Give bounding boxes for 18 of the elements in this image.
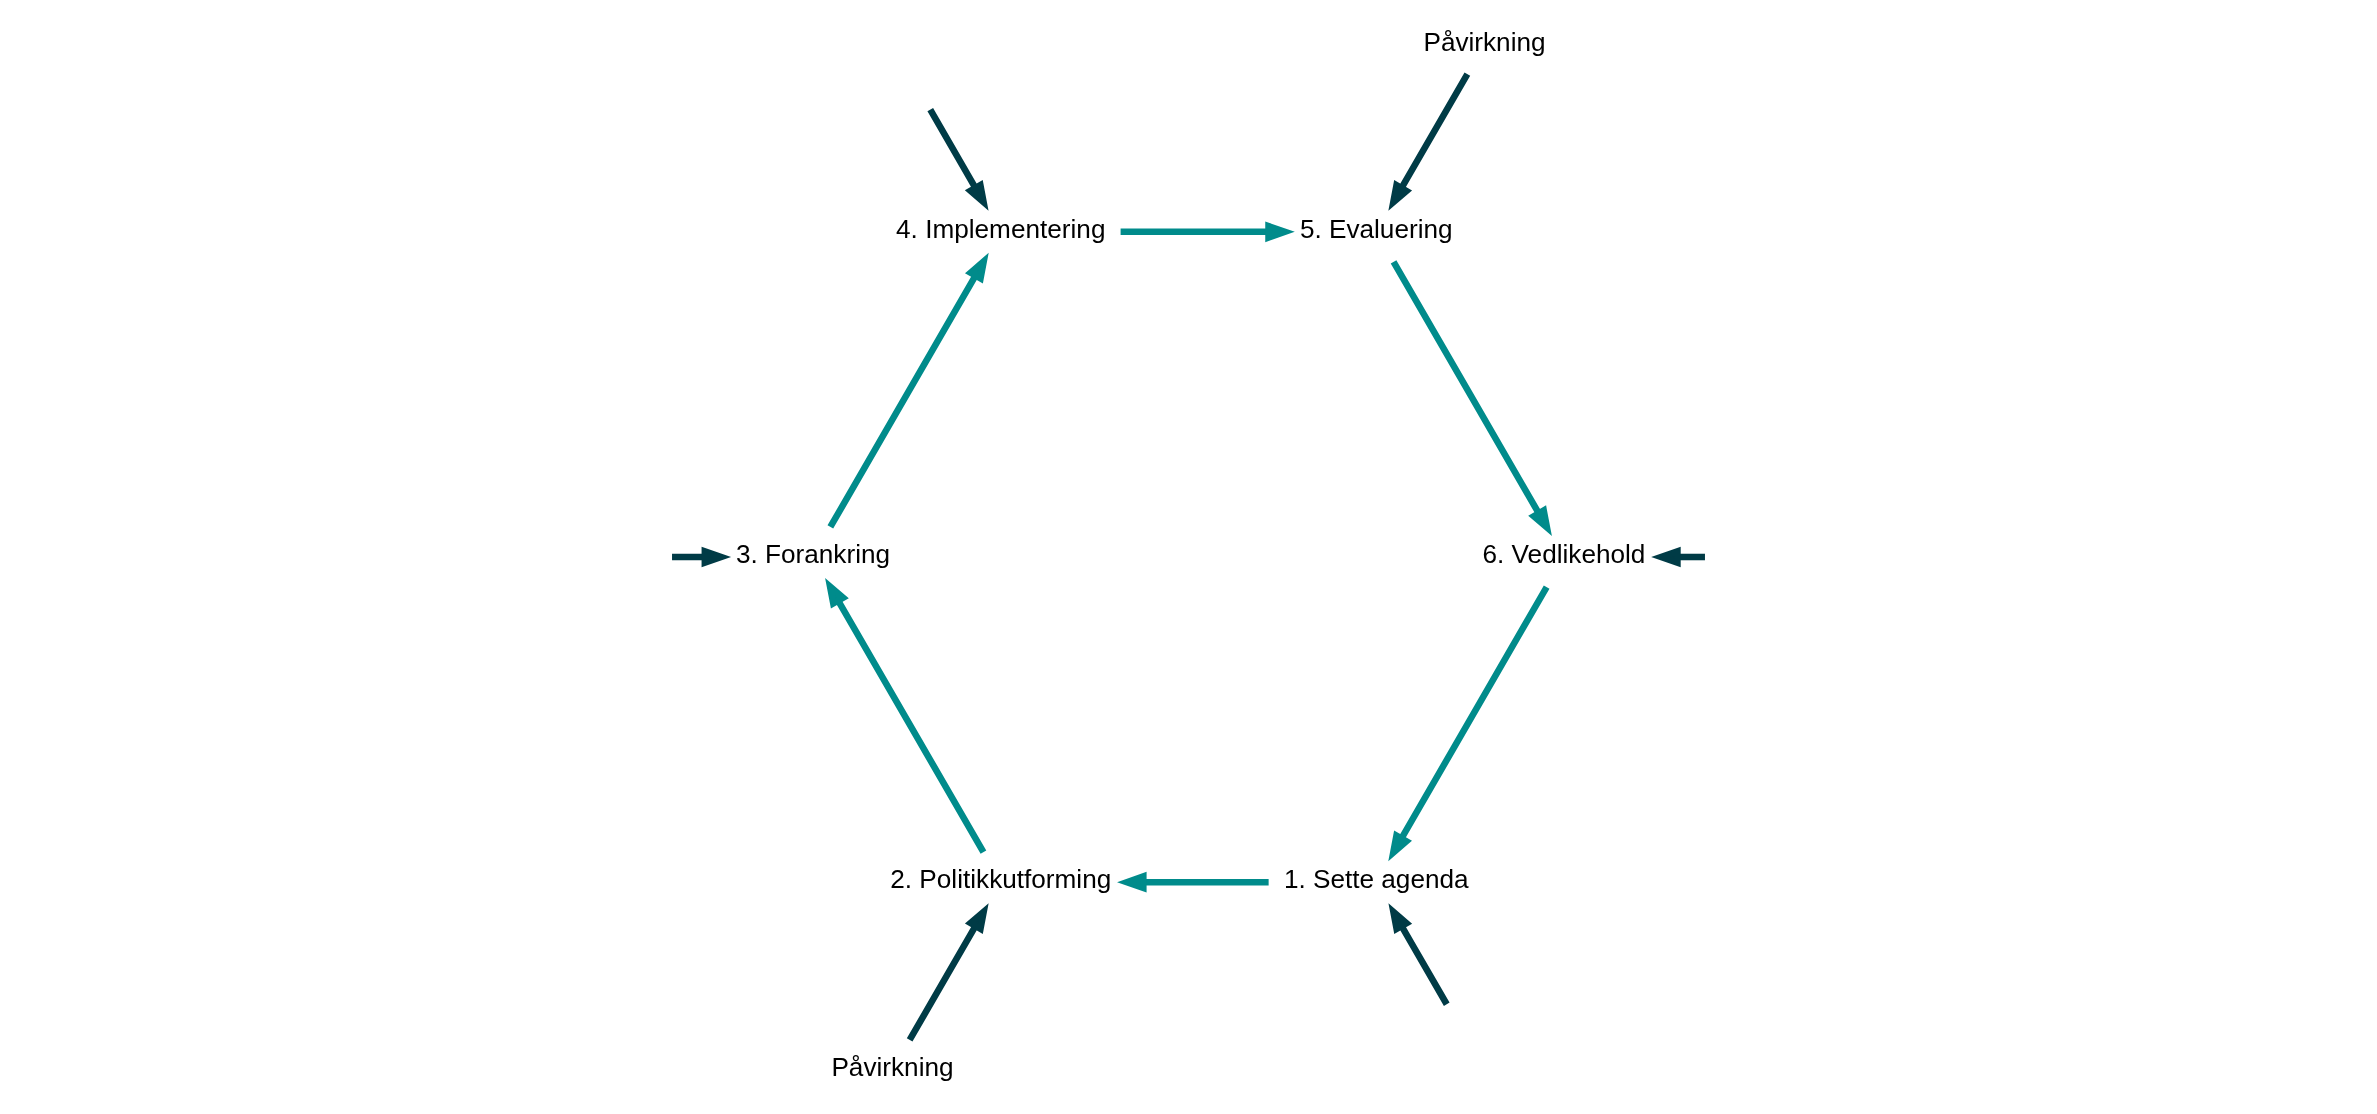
arrow <box>1388 585 1550 862</box>
arrow <box>1120 221 1295 243</box>
arrow <box>827 252 989 529</box>
arrow <box>927 108 989 211</box>
node-text: 2. Politikkutforming <box>890 864 1112 895</box>
node-text: 1. Sette agenda <box>1283 864 1469 895</box>
node-text: 5. Evaluering <box>1299 214 1453 245</box>
node-text: 3. Forankring <box>735 539 891 570</box>
node-text: Påvirkning <box>1423 26 1546 57</box>
node-text: 4. Implementering <box>896 214 1106 245</box>
node-text: 6. Vedlikehold <box>1482 539 1646 570</box>
node-text: Påvirkning <box>831 1051 954 1082</box>
arrow <box>825 577 987 854</box>
arrow <box>906 903 989 1042</box>
arrow <box>1388 72 1471 211</box>
arrow <box>1388 903 1450 1006</box>
arrow <box>1117 871 1269 893</box>
arrow <box>1390 260 1552 537</box>
